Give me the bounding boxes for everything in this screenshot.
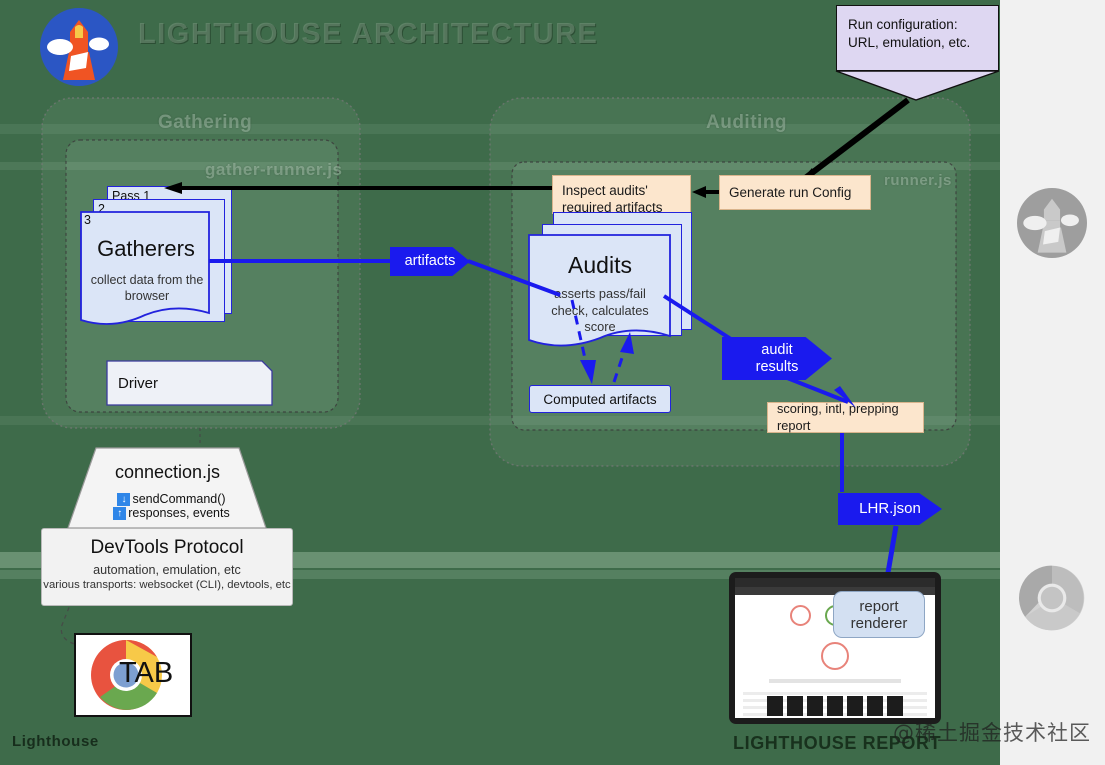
group-sublabel-auditing: runner.js [884,172,952,189]
connection-lines: ↓ sendCommand() ↑ responses, events [84,492,259,520]
tab-label: TAB [119,657,174,689]
connection-line1: sendCommand() [132,492,226,506]
arrow-down-icon: ↓ [117,492,131,506]
wash-band [0,124,1105,134]
report-renderer-line2: renderer [850,614,908,632]
gatherers-title: Gatherers [97,236,195,261]
computed-artifacts-box: Computed artifacts [529,385,671,413]
right-rail [1000,0,1105,765]
footer-left-label: Lighthouse [12,733,99,750]
run-configuration-callout: Run configuration: URL, emulation, etc. [836,5,999,71]
browser-titlebar [735,578,935,587]
browser-urlbar [735,587,935,595]
wash-band [0,162,1105,170]
devtools-detail: various transports: websocket (CLI), dev… [43,579,291,591]
audit-results-line1: audit [761,342,793,359]
scoring-text: scoring, intl, prepping report [777,401,899,433]
inspect-audits-text: Inspect audits' required artifacts [562,183,663,216]
tab-window: TAB [74,633,192,717]
scoring-box: scoring, intl, prepping report [767,401,924,433]
devtools-subtitle: automation, emulation, etc [93,563,241,577]
run-configuration-text: Run configuration: URL, emulation, etc. [848,17,971,50]
arrow-up-icon: ↑ [113,506,127,520]
watermark: @稀土掘金技术社区 [893,721,1091,745]
group-label-auditing: Auditing [706,112,788,133]
connection-line2: responses, events [128,506,230,520]
artifacts-flow-label: artifacts [404,253,456,270]
artifacts-flow-banner: artifacts [390,247,470,276]
gatherers-subtitle: collect data from the browser [90,273,204,303]
audits-subtitle: asserts pass/fail check, calculates scor… [551,286,649,335]
group-label-gathering: Gathering [158,112,253,133]
chrome-icon-grey[interactable] [1017,563,1087,633]
wash-band [0,416,1105,425]
lighthouse-icon-grey[interactable] [1017,188,1087,258]
chrome-logo-icon [91,639,162,710]
generate-run-config-box: Generate run Config [719,175,871,210]
filmstrip [741,696,929,716]
report-renderer-line1: report [859,597,899,615]
page-title: LIGHTHOUSE ARCHITECTURE [138,18,599,50]
driver-label: Driver [118,375,158,392]
generate-run-config-text: Generate run Config [729,184,852,200]
pass-label-3: 3 [84,213,91,227]
audits-title: Audits [568,252,632,278]
lhr-flow-label: LHR.json [859,499,921,517]
inspect-audits-box: Inspect audits' required artifacts [552,175,691,216]
audit-results-line2: results [755,358,799,375]
main-gauge [743,642,927,670]
audit-results-flow-banner: audit results [722,337,832,380]
computed-artifacts-text: Computed artifacts [543,391,657,407]
report-renderer-box: report renderer [833,591,925,638]
pass-label-3-wrap: 3 [84,213,204,227]
report-heading-bar [769,679,901,683]
connection-title: connection.js [114,462,221,482]
devtools-title: DevTools Protocol [90,537,244,558]
devtools-protocol-box: DevTools Protocol automation, emulation,… [41,528,293,606]
lhr-flow-banner: LHR.json [838,493,942,525]
group-sublabel-gathering: gather-runner.js [205,160,343,179]
pass-label-2: 2 [98,202,105,216]
gauge-performance [789,605,811,626]
